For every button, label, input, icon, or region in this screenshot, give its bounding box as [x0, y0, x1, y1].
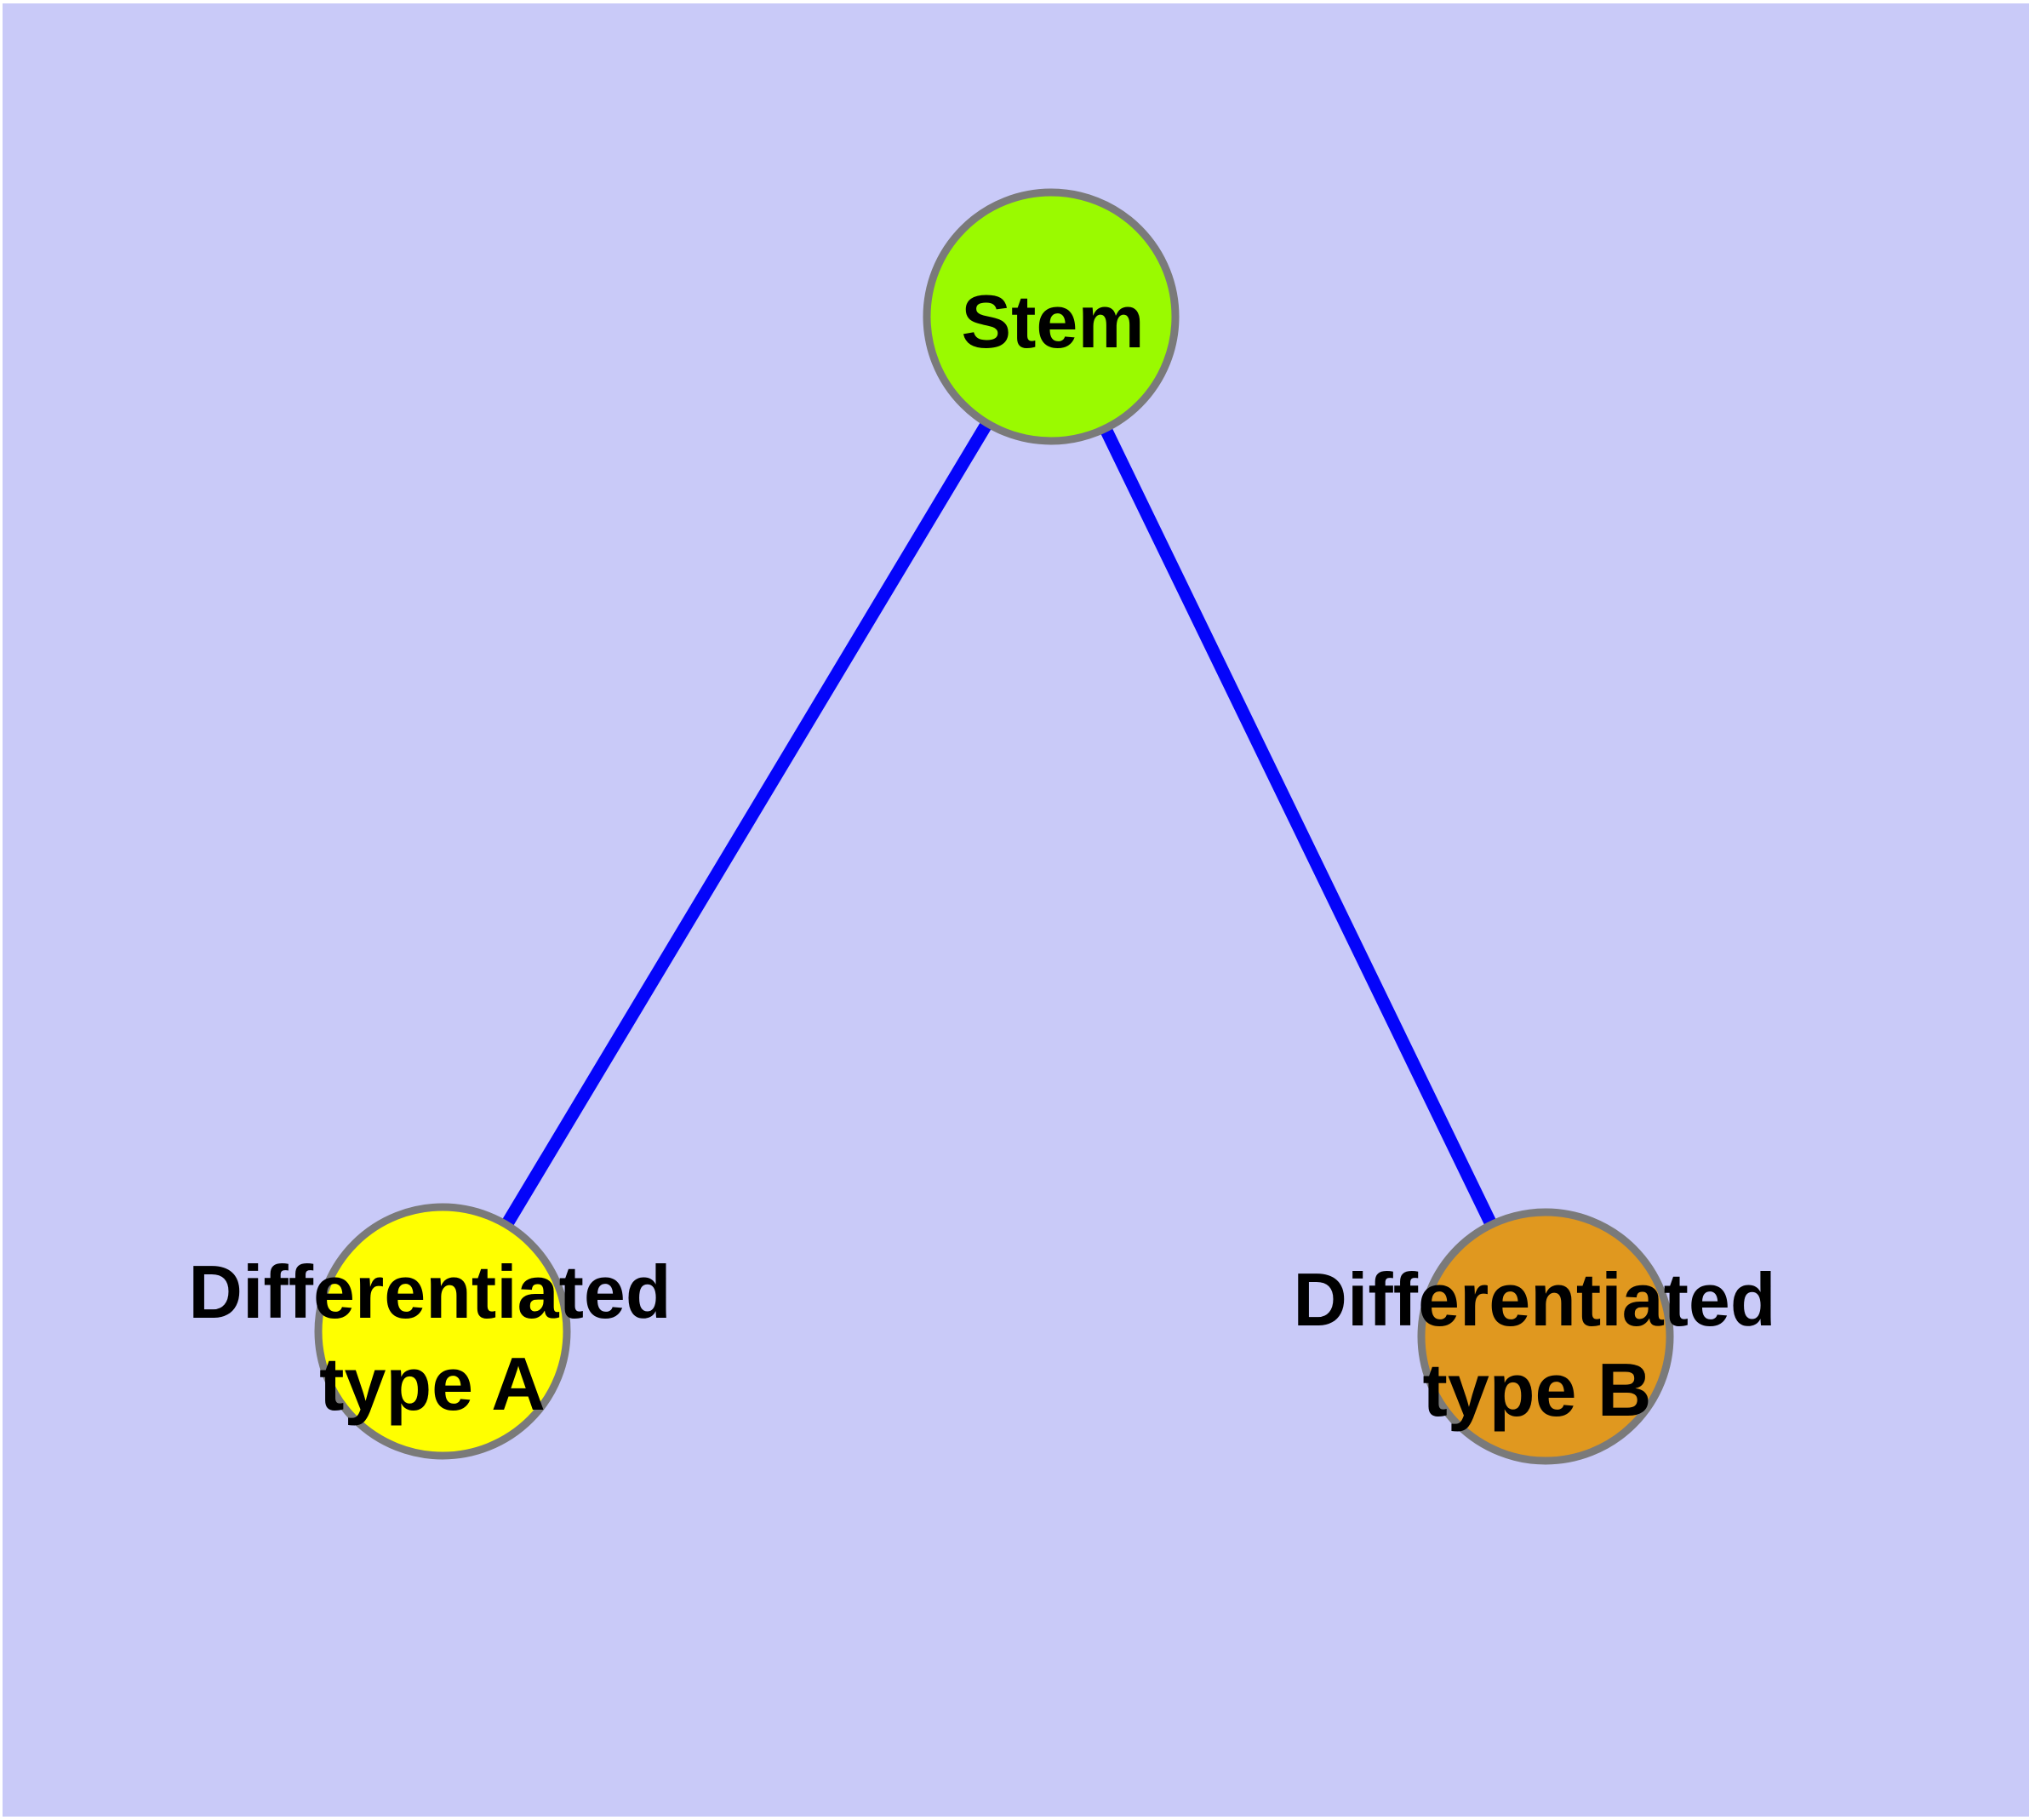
- node-differentiated-type-b-label-line2: type B: [1423, 1348, 1652, 1432]
- node-differentiated-type-b-circle: [1417, 1208, 1674, 1465]
- edge-stem-to-differentiated-type-b: [1045, 313, 1552, 1340]
- edge-stem-to-differentiated-type-a: [437, 313, 1057, 1335]
- node-stem-circle: [923, 188, 1180, 445]
- node-differentiated-type-a-circle: [314, 1203, 571, 1460]
- node-stem-label: Stem: [961, 279, 1144, 363]
- node-differentiated-type-a-label-line1: Differentiated: [188, 1250, 671, 1334]
- node-differentiated-type-b-label-line1: Differentiated: [1293, 1257, 1775, 1342]
- node-differentiated-type-a-label-line2: type A: [319, 1342, 546, 1426]
